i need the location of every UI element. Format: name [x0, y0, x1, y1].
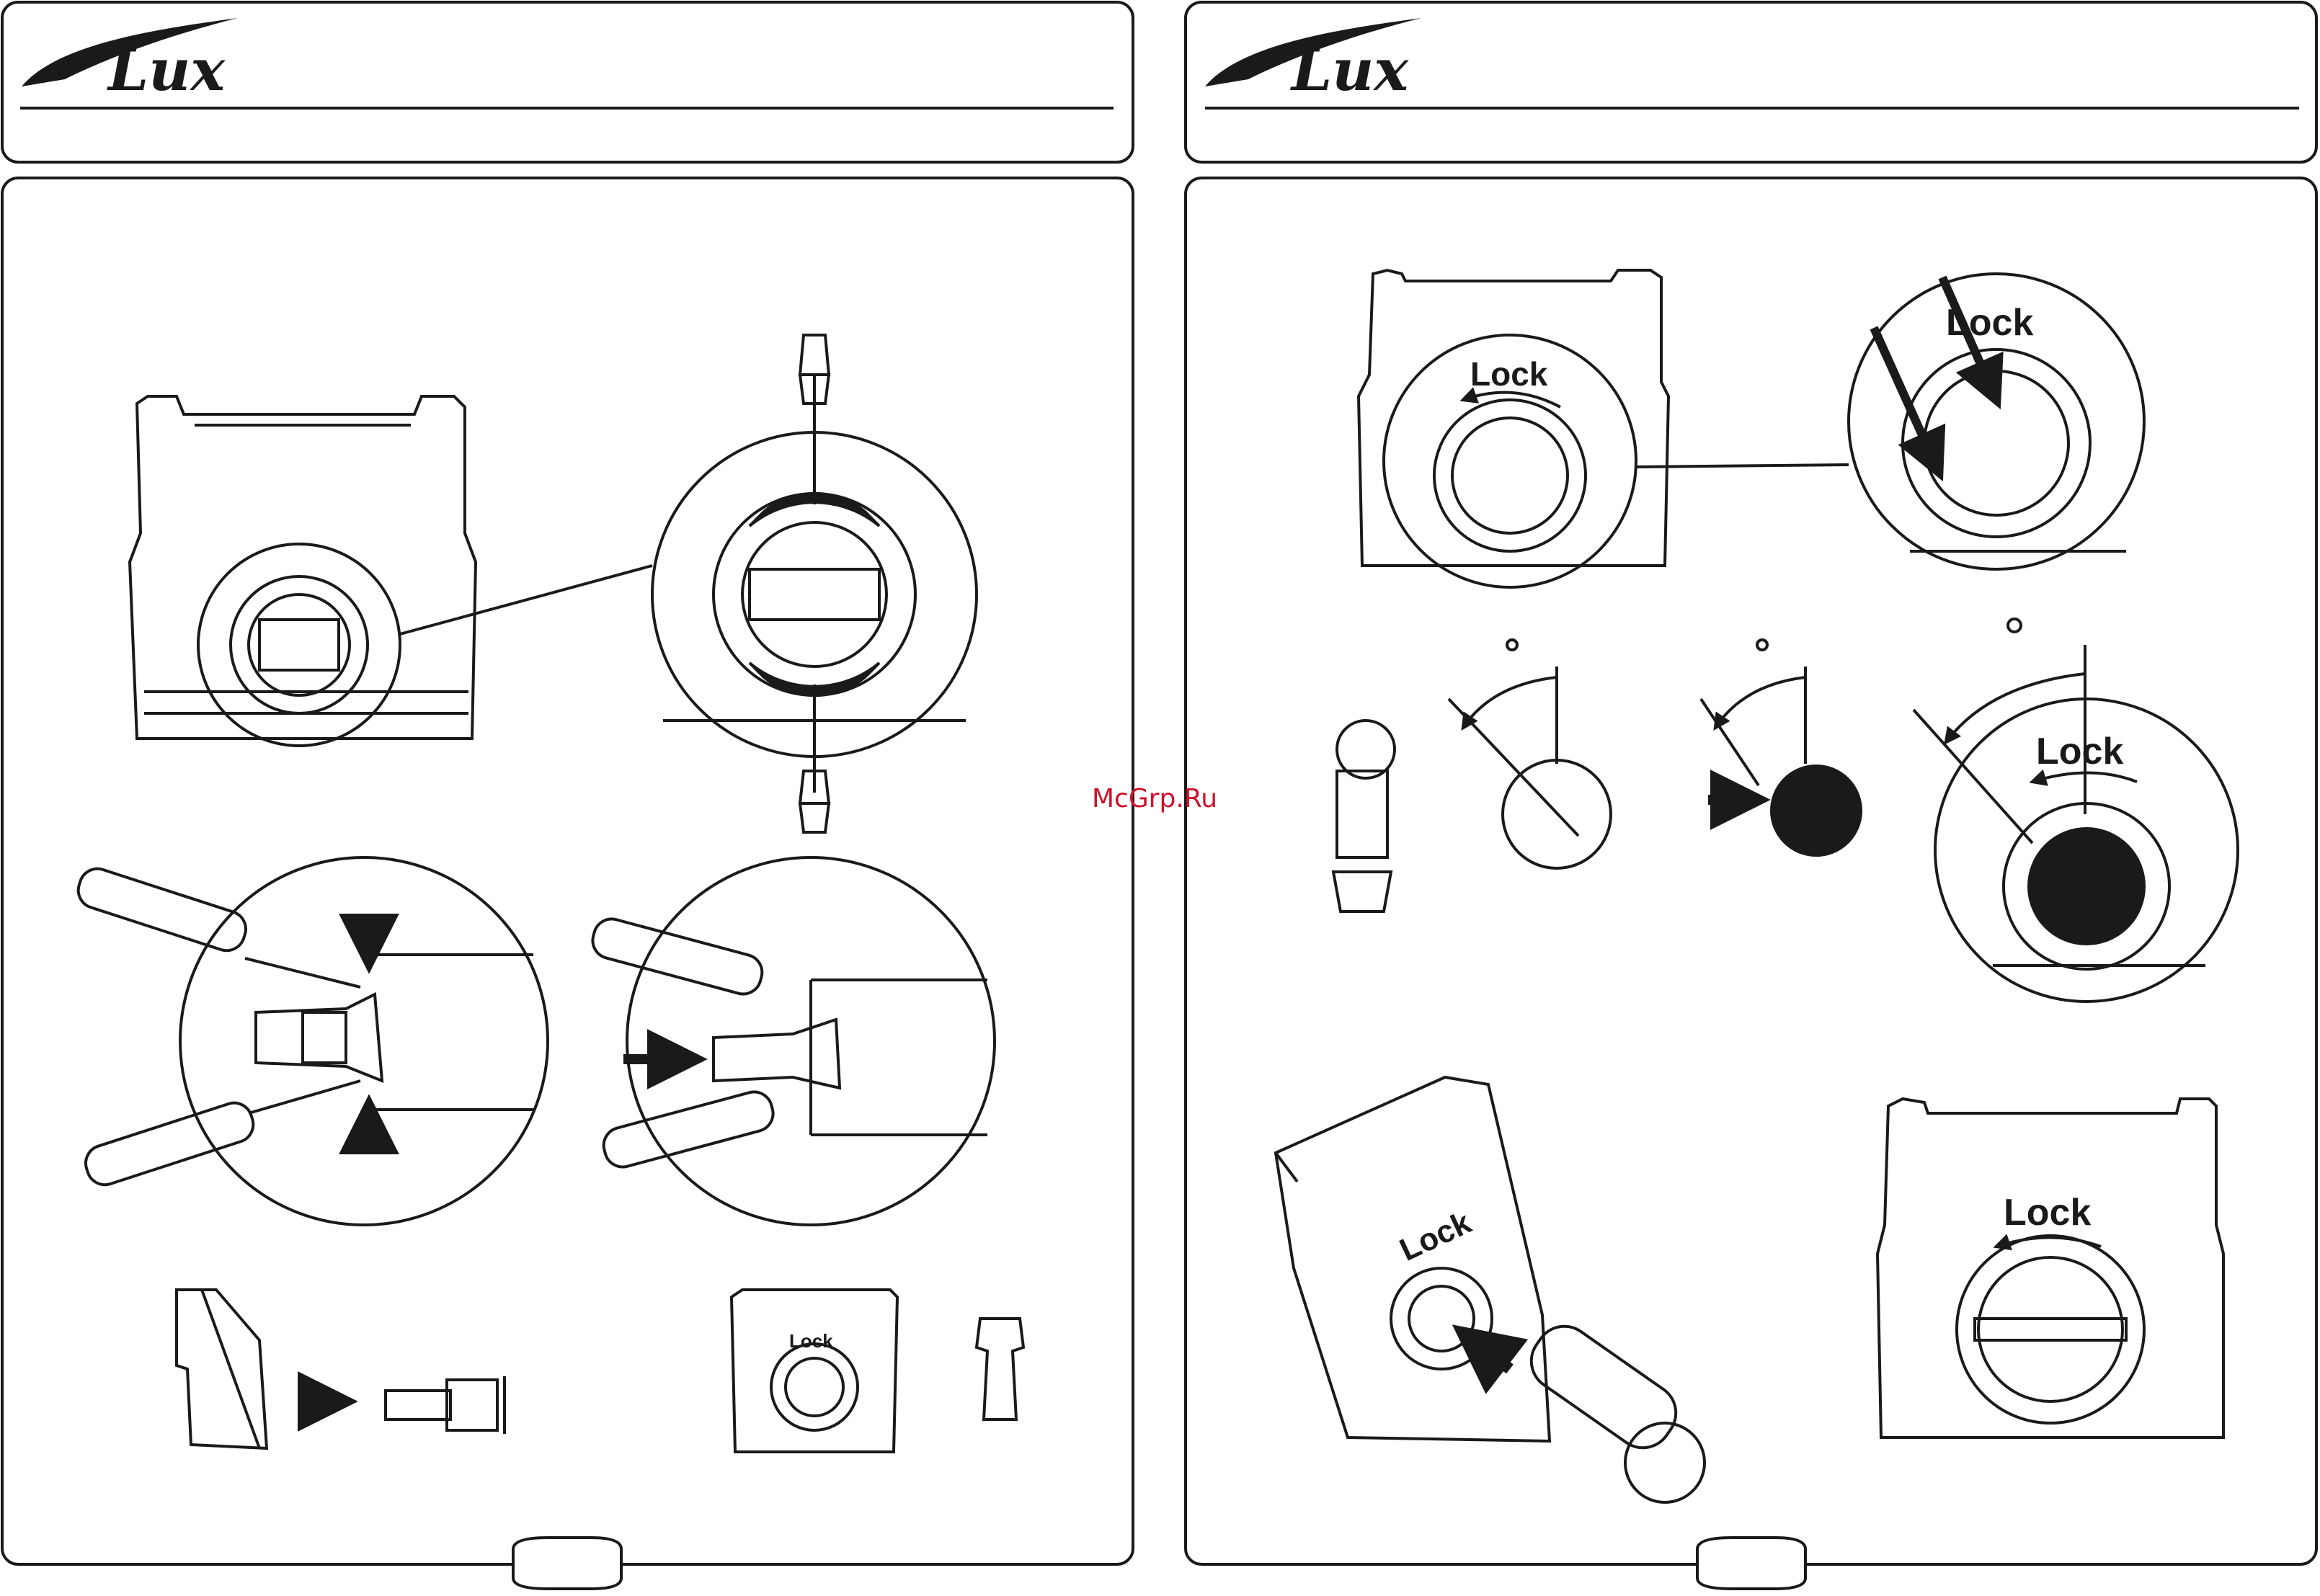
housing-lock-view: [1359, 270, 1668, 587]
right-logo: Lux: [1205, 18, 1421, 104]
left-logo-text: Lux: [107, 36, 226, 104]
housing-small-view: [732, 1290, 897, 1452]
right-page-number-tab: [1697, 1538, 1805, 1589]
screwdriver-lower-left-icon: [81, 1081, 360, 1190]
screwdriver-push-lower-icon: [600, 1088, 777, 1171]
lock-insert-removed: [386, 1376, 505, 1434]
key-and-cylinder-icon: [1333, 721, 1395, 911]
rotation-diagram-3: [1914, 645, 2238, 1002]
zoom-circle-push: [627, 857, 995, 1225]
screwdriver-push-upper-icon: [589, 915, 766, 998]
lock-label-housing: Lock: [1470, 355, 1548, 393]
rotation-diagram-1: [1449, 667, 1611, 868]
housing-front-view: [130, 396, 476, 746]
lock-label-angled: Lock: [1395, 1205, 1477, 1268]
pointer-arrow-left-icon: [1874, 328, 1939, 472]
lock-cylinder-small: [977, 1319, 1023, 1419]
zoom-circle-top: [652, 375, 977, 793]
degree-mark-3: [2008, 619, 2021, 632]
housing-locked-view: [1877, 1099, 2223, 1437]
right-logo-text: Lux: [1290, 36, 1409, 104]
left-content-frame: [2, 178, 1133, 1564]
left-page-number-tab: [513, 1538, 621, 1589]
degree-mark-1: [1507, 640, 1517, 650]
lock-housing-side-view: [177, 1290, 267, 1448]
left-logo: Lux: [22, 18, 238, 104]
lock-label-small: Lock: [789, 1330, 833, 1352]
screwdriver-upper-left-icon: [74, 864, 360, 987]
lock-label-rotated: Lock: [2036, 731, 2123, 772]
rotation-diagram-2: [1701, 667, 1861, 855]
lock-label-locked: Lock: [2004, 1192, 2091, 1234]
degree-mark-2: [1757, 640, 1767, 650]
callout-line-1: [400, 566, 652, 634]
watermark-text: McGrp.Ru: [1092, 784, 1217, 813]
